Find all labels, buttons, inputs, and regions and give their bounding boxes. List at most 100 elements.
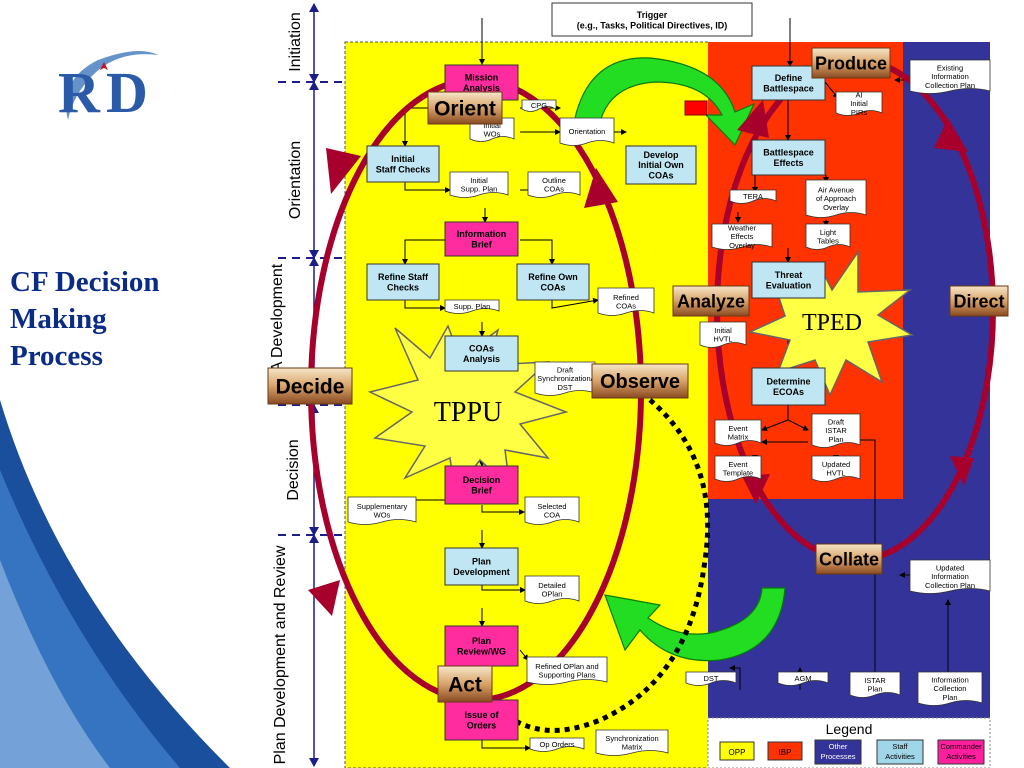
- note-bg: [729, 189, 777, 204]
- phase-label-decision: Decision: [285, 439, 302, 500]
- note-tera: TERA: [729, 189, 777, 204]
- cycle-label-text: Produce: [815, 53, 887, 73]
- text-line: Initial: [391, 154, 415, 164]
- legend-line: Activities: [946, 752, 976, 761]
- text-line: Event: [728, 424, 748, 433]
- text-line: Refine Own: [528, 272, 578, 282]
- cycle-arrowheads: [308, 100, 974, 720]
- note-label: Supp. Plan: [454, 302, 491, 311]
- text-line: Existing: [937, 64, 963, 73]
- note-op-orders: Op Orders: [529, 737, 585, 752]
- legend-item-ibp: IBP: [767, 741, 803, 761]
- text-line: Initial: [483, 121, 501, 130]
- process-box-bg: [444, 335, 519, 372]
- text-line: Detailed: [538, 581, 566, 590]
- cycle-label-analyze: Analyze: [672, 285, 750, 317]
- text-line: Plan: [472, 556, 491, 566]
- process-box-bg: [751, 139, 826, 176]
- note-bg: [521, 99, 557, 112]
- text-line: Plan: [472, 636, 491, 646]
- note-bg: [805, 179, 867, 218]
- note-bg: [811, 413, 861, 448]
- tppu-label: TPPU: [434, 397, 502, 428]
- text-line: Refine Staff: [378, 272, 429, 282]
- text-line: COAs: [648, 171, 673, 181]
- cycle-label-direct: Direct: [949, 285, 1009, 317]
- cycle-label-bg: [672, 285, 750, 317]
- process-box-bg: [444, 547, 519, 586]
- process-box-bg: [625, 145, 697, 185]
- text-line: Draft: [828, 418, 845, 427]
- text-line: Event: [728, 460, 748, 469]
- note-bg: [595, 729, 669, 756]
- text-line: Initial: [850, 99, 868, 108]
- phase-label-initiation: Initiation: [287, 12, 304, 72]
- process-box-bg: [444, 625, 519, 667]
- text-line: ISTAR: [825, 426, 847, 435]
- text-line: Observe: [600, 371, 680, 393]
- note-bg: [805, 223, 851, 250]
- text-line: COAs: [544, 184, 564, 193]
- text-line: Outline: [542, 176, 566, 185]
- process-box-bg: [751, 367, 826, 406]
- legend-item-opp: OPP: [719, 741, 755, 761]
- text-line: Updated: [936, 564, 964, 573]
- note-orientation: Orientation: [559, 117, 615, 146]
- text-line: Mission: [465, 72, 499, 82]
- text-line: Plan: [867, 684, 882, 693]
- text-line: Direct: [953, 291, 1004, 311]
- legend-line: Processes: [820, 752, 855, 761]
- note-bg: [909, 559, 991, 594]
- text-line: Analysis: [463, 83, 500, 93]
- note-label: CPG: [531, 101, 547, 110]
- slide-title-line: Making: [10, 303, 107, 335]
- note-dst: DST: [685, 671, 737, 686]
- text-line: Review/WG: [457, 646, 506, 656]
- background-swoosh: [0, 560, 110, 768]
- note-label: Op Orders: [539, 740, 574, 749]
- trigger-box: Trigger(e.g., Tasks, Political Directive…: [551, 2, 753, 37]
- text-line: AI: [855, 91, 862, 100]
- text-line: Plan: [942, 693, 957, 702]
- svg-text:D: D: [106, 60, 148, 125]
- text-line: Synchronization/: [537, 374, 593, 383]
- text-line: Effects: [731, 232, 754, 241]
- phase-label-coa-development: COA Development: [269, 263, 286, 396]
- trigger-label: Trigger(e.g., Tasks, Political Directive…: [577, 10, 727, 30]
- note-bg: [449, 171, 509, 198]
- text-line: Weather: [728, 224, 757, 233]
- text-line: Information: [931, 676, 969, 685]
- text-line: Decision: [463, 475, 501, 485]
